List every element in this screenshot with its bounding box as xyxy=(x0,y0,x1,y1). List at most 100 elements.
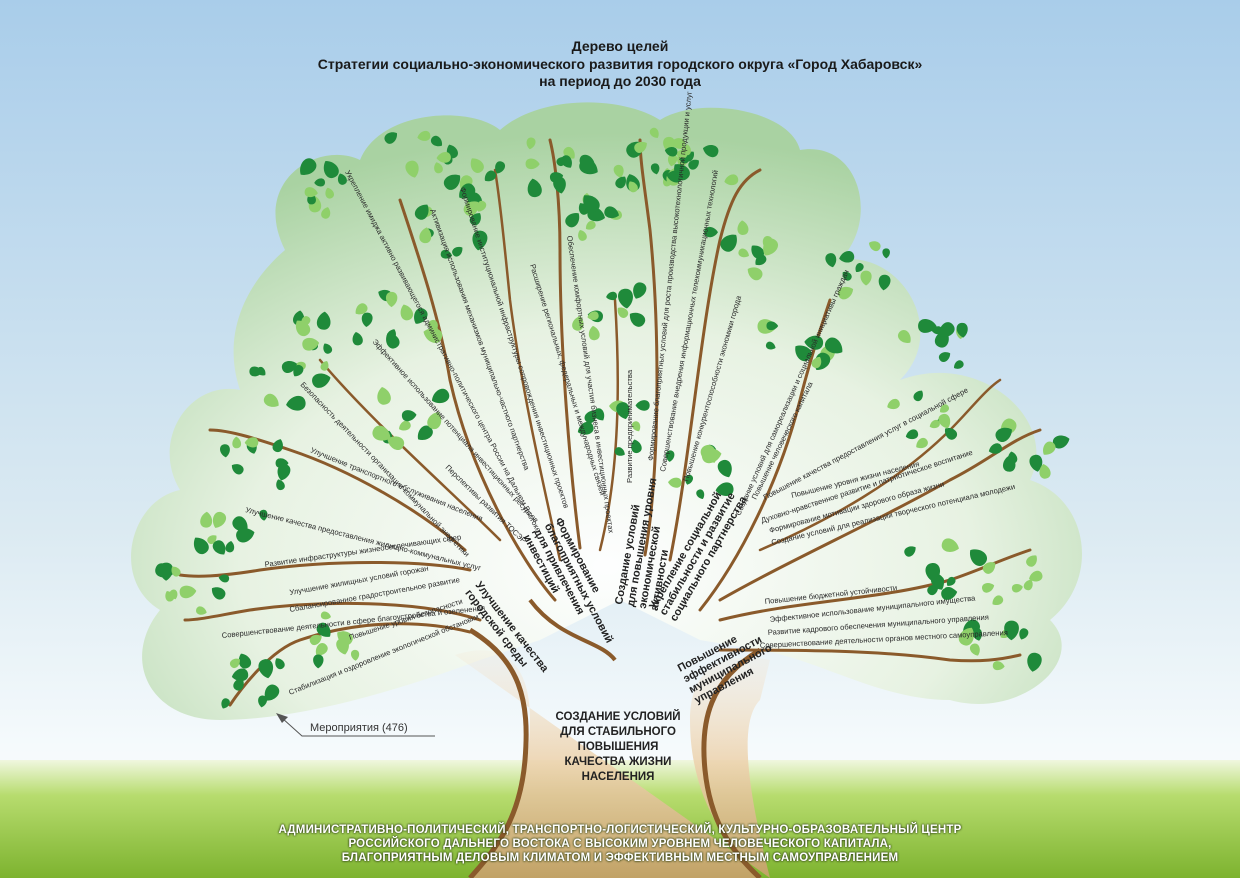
leaf xyxy=(321,207,331,219)
leaf xyxy=(200,511,213,528)
leaf xyxy=(992,661,1005,671)
leaf xyxy=(179,585,197,599)
leaf xyxy=(631,439,642,454)
diagram-period: на период до 2030 года xyxy=(539,73,701,89)
leaf xyxy=(860,270,872,286)
leaf xyxy=(897,329,911,343)
leaf xyxy=(855,263,864,272)
leaf xyxy=(795,345,812,362)
leaf xyxy=(664,146,678,157)
leaf xyxy=(982,583,995,593)
leaf xyxy=(325,187,335,199)
leaf xyxy=(838,286,854,300)
leaf xyxy=(387,436,405,451)
leaf xyxy=(193,537,209,554)
leaf xyxy=(400,304,414,321)
leaf xyxy=(372,425,391,441)
leaf xyxy=(556,157,567,167)
leaf xyxy=(244,437,259,448)
leaf xyxy=(616,402,630,420)
leaf xyxy=(159,562,174,581)
leaf xyxy=(946,576,956,586)
leaf xyxy=(825,253,837,268)
leaf xyxy=(405,160,419,178)
leaf xyxy=(459,183,476,199)
leaf xyxy=(650,163,660,175)
root-goal: СОЗДАНИЕ УСЛОВИЙ ДЛЯ СТАБИЛЬНОГО ПОВЫШЕН… xyxy=(555,710,680,783)
leaf xyxy=(320,361,329,371)
leaf xyxy=(1002,455,1016,472)
leaf xyxy=(428,319,438,333)
leaf xyxy=(351,649,360,661)
leaf xyxy=(249,366,263,377)
leaf xyxy=(258,695,267,708)
leaf xyxy=(939,322,955,337)
leaf xyxy=(842,271,852,281)
leaf xyxy=(302,337,320,351)
leaf xyxy=(527,178,542,198)
leaf xyxy=(992,595,1004,606)
leaf xyxy=(995,427,1012,442)
leaf xyxy=(295,320,311,337)
leaf xyxy=(972,628,982,641)
tree-crown xyxy=(131,102,1083,720)
leaf xyxy=(688,159,699,170)
leaf xyxy=(579,158,598,175)
leaf xyxy=(887,398,900,410)
leaf xyxy=(229,658,240,669)
leaf xyxy=(286,395,306,411)
leaf xyxy=(604,206,620,219)
leaf xyxy=(905,429,919,440)
leaf xyxy=(1004,620,1019,641)
leaf xyxy=(1011,584,1023,593)
leaf xyxy=(839,251,855,263)
leaf xyxy=(316,622,331,637)
leaf xyxy=(665,450,675,462)
leaf xyxy=(323,160,339,179)
leaf xyxy=(336,638,349,655)
leaf xyxy=(702,145,719,158)
leaf xyxy=(724,174,739,186)
leaf xyxy=(944,427,958,440)
leaf xyxy=(685,474,694,485)
leaf xyxy=(434,162,443,174)
leaf xyxy=(526,137,536,150)
leaf xyxy=(323,343,333,354)
leaf xyxy=(634,141,647,153)
leaf xyxy=(277,463,291,481)
leaf xyxy=(618,288,633,309)
leaf xyxy=(264,684,280,701)
leaf xyxy=(443,174,461,190)
leaf xyxy=(304,187,318,198)
leaf xyxy=(578,230,587,241)
leaf xyxy=(309,634,322,646)
leaf xyxy=(399,420,411,431)
leaf xyxy=(232,516,248,532)
leaf xyxy=(631,421,641,432)
leaf xyxy=(495,161,506,174)
leaf xyxy=(417,425,433,441)
leaf xyxy=(606,291,617,301)
activities-callout-label: Мероприятия (476) xyxy=(310,722,408,734)
leaf xyxy=(218,574,230,583)
leaf xyxy=(385,291,398,308)
leaf xyxy=(212,540,226,555)
diagram-title: Дерево целей xyxy=(571,38,669,54)
leaf xyxy=(316,311,331,330)
mission-line-2: РОССИЙСКОГО ДАЛЬНЕГО ВОСТОКА С ВЫСОКИМ У… xyxy=(348,838,892,850)
leaf xyxy=(320,611,331,620)
leaf xyxy=(629,312,646,327)
leaf xyxy=(377,386,391,405)
leaf xyxy=(414,308,428,324)
leaf xyxy=(628,181,638,193)
root-goal-line-3: ПОВЫШЕНИЯ xyxy=(578,741,659,753)
leaf xyxy=(572,316,584,331)
leaf xyxy=(414,204,429,220)
leaf xyxy=(401,410,417,422)
leaf xyxy=(940,404,949,413)
leaf xyxy=(440,249,453,259)
leaf xyxy=(913,390,923,402)
leaf xyxy=(258,659,274,679)
leaf xyxy=(233,677,244,691)
leaf xyxy=(300,158,317,175)
